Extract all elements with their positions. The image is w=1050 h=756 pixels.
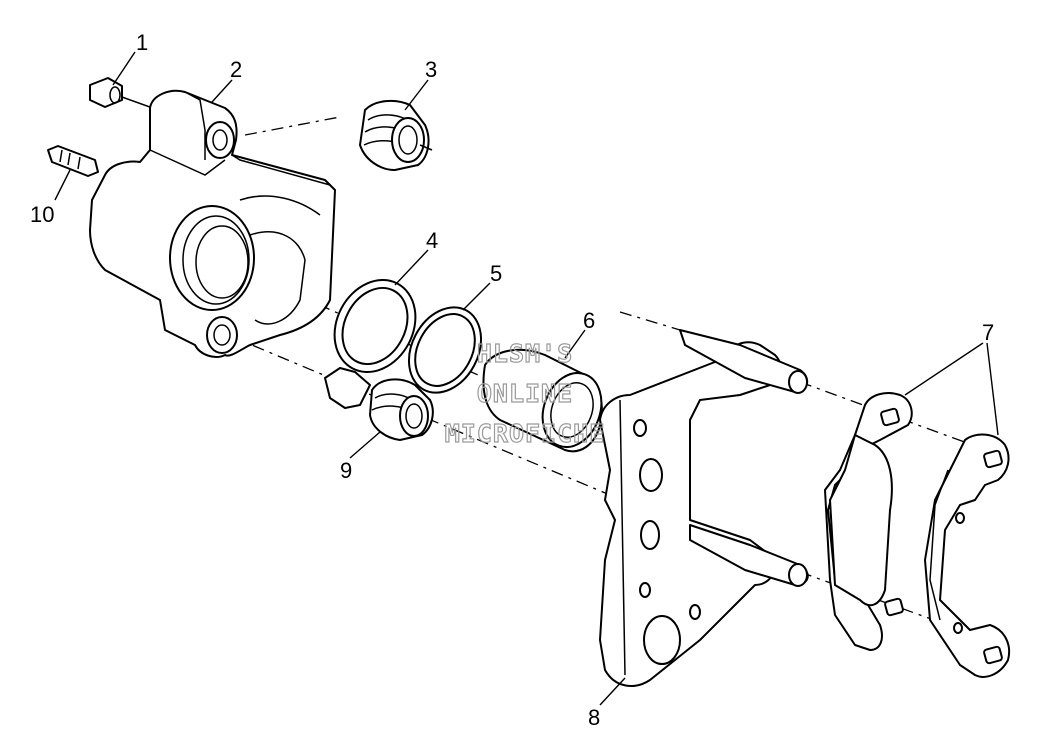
callout-1: 1 <box>136 30 148 55</box>
callout-7: 7 <box>982 320 994 345</box>
watermark-line-1: HLSM'S <box>477 339 573 368</box>
part-10-bleeder-screw <box>47 145 99 177</box>
callout-10: 10 <box>30 202 54 227</box>
part-5-seal-ring <box>408 306 482 394</box>
watermark: HLSM'S ONLINE MICROFICHE <box>444 338 606 448</box>
callout-2: 2 <box>230 57 242 82</box>
part-7-brake-pads <box>824 392 1010 678</box>
watermark-line-3: MICROFICHE <box>445 419 606 448</box>
callout-3: 3 <box>425 57 437 82</box>
watermark-line-2: ONLINE <box>477 379 573 408</box>
callout-5: 5 <box>490 261 502 286</box>
callout-9: 9 <box>340 458 352 483</box>
part-3-piston-boot <box>359 99 433 171</box>
leader-lines <box>54 51 999 706</box>
part-4-seal-ring <box>333 279 417 373</box>
callout-4: 4 <box>426 228 438 253</box>
part-9-slide-pin <box>324 367 434 441</box>
part-6-piston <box>482 348 603 453</box>
callouts: 1 2 3 4 5 6 7 8 9 10 <box>30 30 994 730</box>
callout-8: 8 <box>588 705 600 730</box>
part-2-caliper-body <box>89 89 336 358</box>
part-8-caliper-bracket <box>599 329 809 687</box>
part-1-dust-cap <box>89 77 201 126</box>
callout-6: 6 <box>583 308 595 333</box>
